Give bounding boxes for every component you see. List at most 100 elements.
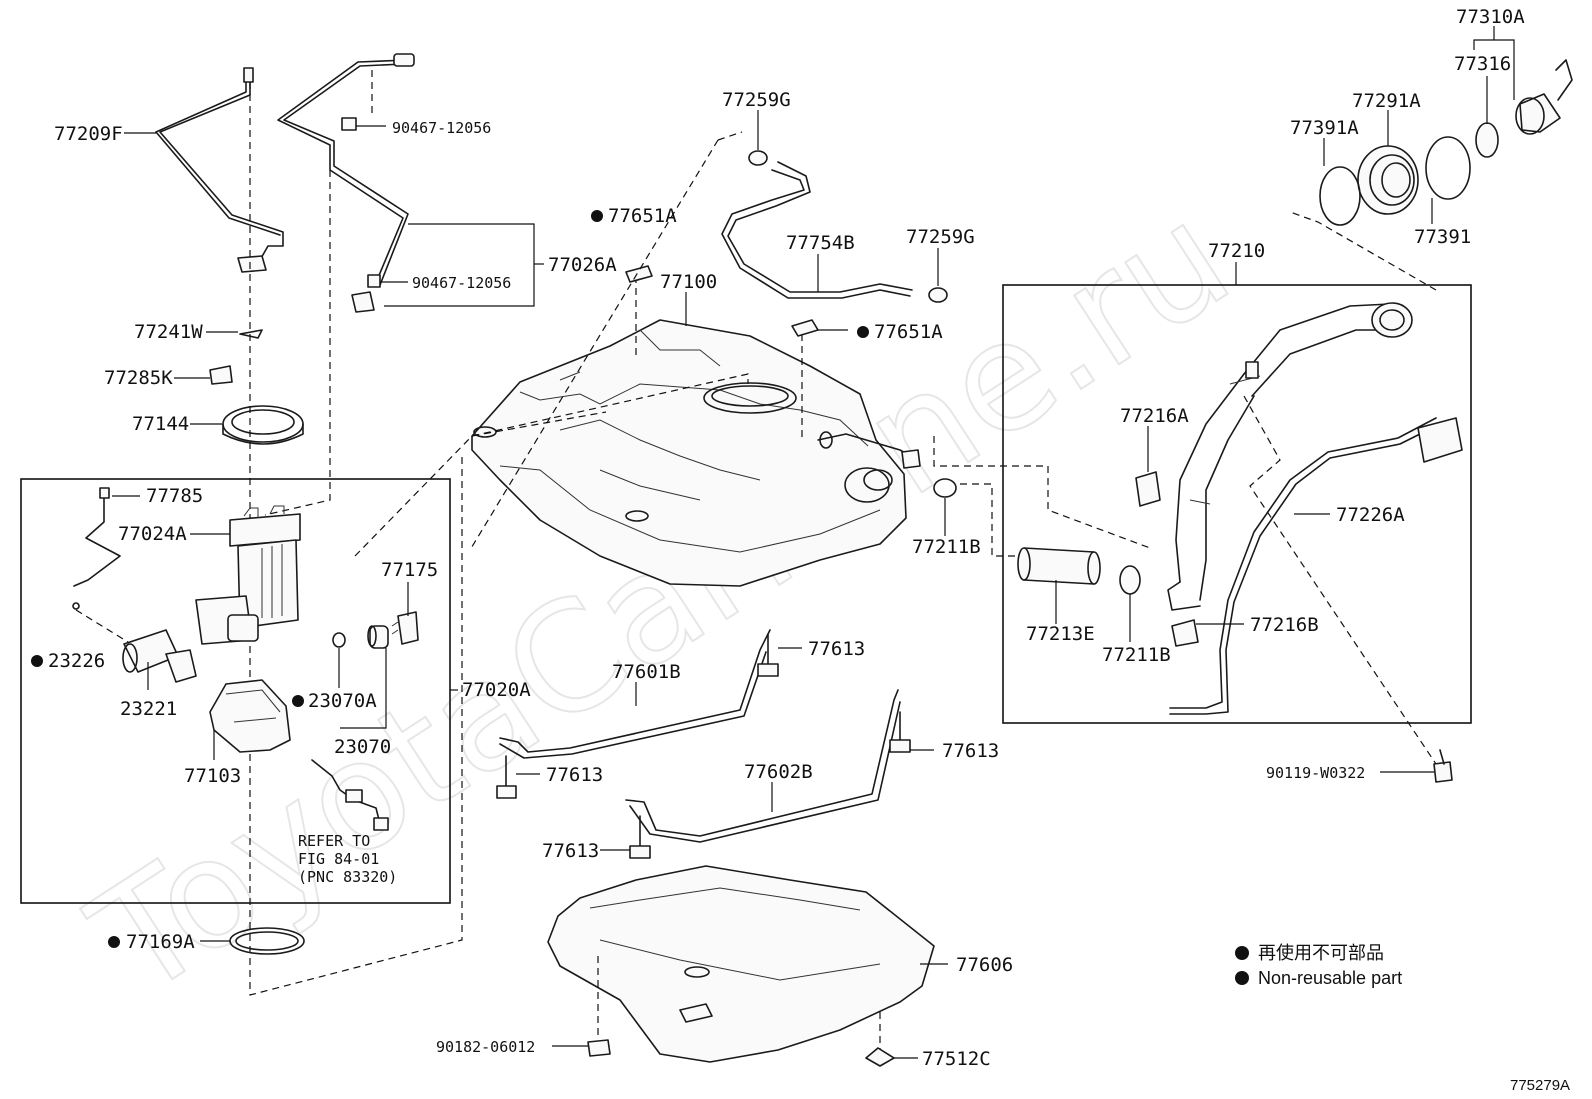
tank-band-77602b [625, 689, 899, 837]
clamp-77259g-right [928, 287, 948, 303]
bracket-77216a [1135, 471, 1161, 507]
connector-77175 [397, 611, 419, 645]
tank-band-77601b [499, 629, 771, 753]
hose-77754b [727, 161, 913, 293]
breather-tube-77226a [1169, 417, 1437, 709]
label-77024a: 77024A [118, 523, 187, 545]
ring-77391a [1319, 166, 1361, 226]
label-77316: 77316 [1454, 53, 1511, 75]
clamp-77211b-bottom [1119, 565, 1141, 595]
label-77754b: 77754B [786, 232, 855, 254]
label-77613-a: 77613 [808, 638, 865, 660]
bolt-77613-b [496, 755, 517, 799]
label-77100: 77100 [660, 271, 717, 293]
label-77216b: 77216B [1250, 614, 1319, 636]
figure-id: 775279A [1510, 1077, 1570, 1094]
label-77285k: 77285K [104, 367, 173, 389]
label-77216a: 77216A [1120, 405, 1189, 427]
legend-text-japanese: 再使用不可部品 [1258, 943, 1384, 963]
refer-line-1: REFER TO [298, 832, 370, 850]
label-77391: 77391 [1414, 226, 1471, 248]
legend-dot-1 [1235, 946, 1249, 960]
filler-pipe-assembly-frame [1002, 284, 1472, 724]
gasket-77316 [1475, 122, 1499, 158]
label-77391a: 77391A [1290, 117, 1359, 139]
tank-protector-77606 [547, 865, 935, 1063]
label-77259g-right: 77259G [906, 226, 975, 248]
non-reusable-dot [857, 326, 869, 338]
fuel-pump-assembly-frame [20, 478, 451, 904]
refer-line-2: FIG 84-01 [298, 850, 379, 868]
bolt-77613-a [757, 633, 779, 677]
label-23070: 23070 [334, 736, 391, 758]
label-77602b: 77602B [744, 761, 813, 783]
label-77291a: 77291A [1352, 90, 1421, 112]
clip-77241w [239, 329, 263, 339]
label-77020a: 77020A [462, 679, 531, 701]
label-77785: 77785 [146, 485, 203, 507]
pressure-regulator-23070 [367, 625, 389, 649]
ring-77391 [1425, 136, 1471, 200]
label-77512c: 77512C [922, 1048, 991, 1070]
label-77613-c: 77613 [942, 740, 999, 762]
label-77613-d: 77613 [542, 840, 599, 862]
label-77175: 77175 [381, 559, 438, 581]
clamp-77216b [1171, 619, 1199, 647]
refer-line-3: (PNC 83320) [298, 868, 397, 886]
clip-77512c [865, 1047, 895, 1067]
seal-77291a [1357, 145, 1419, 215]
label-77241w: 77241W [134, 321, 203, 343]
non-reusable-dot [108, 936, 120, 948]
fuel-cap-77310a [1515, 59, 1573, 135]
non-reusable-dot [31, 655, 43, 667]
clip-77651a-top [625, 265, 653, 283]
label-77209f: 77209F [54, 123, 123, 145]
label-77651a-top: 77651A [608, 205, 677, 227]
clip-77651a-mid [791, 319, 819, 337]
legend-dot-2 [1235, 971, 1249, 985]
label-23226: 23226 [48, 650, 105, 672]
label-77144: 77144 [132, 413, 189, 435]
label-77213e: 77213E [1026, 623, 1095, 645]
label-77606: 77606 [956, 954, 1013, 976]
label-77601b: 77601B [612, 661, 681, 683]
fuel-tube-77209f [159, 71, 284, 261]
label-77210: 77210 [1208, 240, 1265, 262]
bolt-90119-w0322 [1433, 749, 1453, 783]
label-77026a: 77026A [548, 254, 617, 276]
non-reusable-dot [292, 695, 304, 707]
label-77651a-mid: 77651A [874, 321, 943, 343]
label-77613-b: 77613 [546, 764, 603, 786]
clamp-77211b-top [933, 478, 957, 498]
fuel-pump-23221 [122, 629, 197, 683]
nut-90182-06012 [587, 1039, 611, 1057]
bolt-77613-c [889, 711, 911, 753]
clamp-77259g-top [748, 150, 768, 166]
label-23221: 23221 [120, 698, 177, 720]
sender-wire-77785 [73, 491, 121, 587]
label-90182-06012: 90182-06012 [436, 1038, 535, 1056]
label-77103: 77103 [184, 765, 241, 787]
fuel-pump-module-77024a [195, 505, 301, 645]
clip-77285k [209, 365, 233, 385]
o-ring-23070a [332, 632, 346, 648]
label-77226a: 77226A [1336, 504, 1405, 526]
non-reusable-dot [591, 210, 603, 222]
label-23070a: 23070A [308, 690, 377, 712]
label-77310a: 77310A [1456, 6, 1525, 28]
pump-case-77103 [209, 679, 291, 753]
filler-pipe-77210 [1167, 302, 1413, 611]
label-90467-12056-top: 90467-12056 [392, 119, 491, 137]
hose-77213e [1017, 547, 1101, 585]
legend-text-english: Non-reusable part [1258, 968, 1402, 988]
label-77169a: 77169A [126, 931, 195, 953]
fuel-sender-gauge [311, 759, 389, 831]
label-90119-w0322: 90119-W0322 [1266, 764, 1365, 782]
retainer-ring-77144 [222, 405, 304, 445]
vent-tube-77026a [277, 59, 409, 286]
label-90467-12056-bottom: 90467-12056 [412, 274, 511, 292]
label-77211b-bottom: 77211B [1102, 644, 1171, 666]
label-77259g-top: 77259G [722, 89, 791, 111]
label-77211b-top: 77211B [912, 536, 981, 558]
